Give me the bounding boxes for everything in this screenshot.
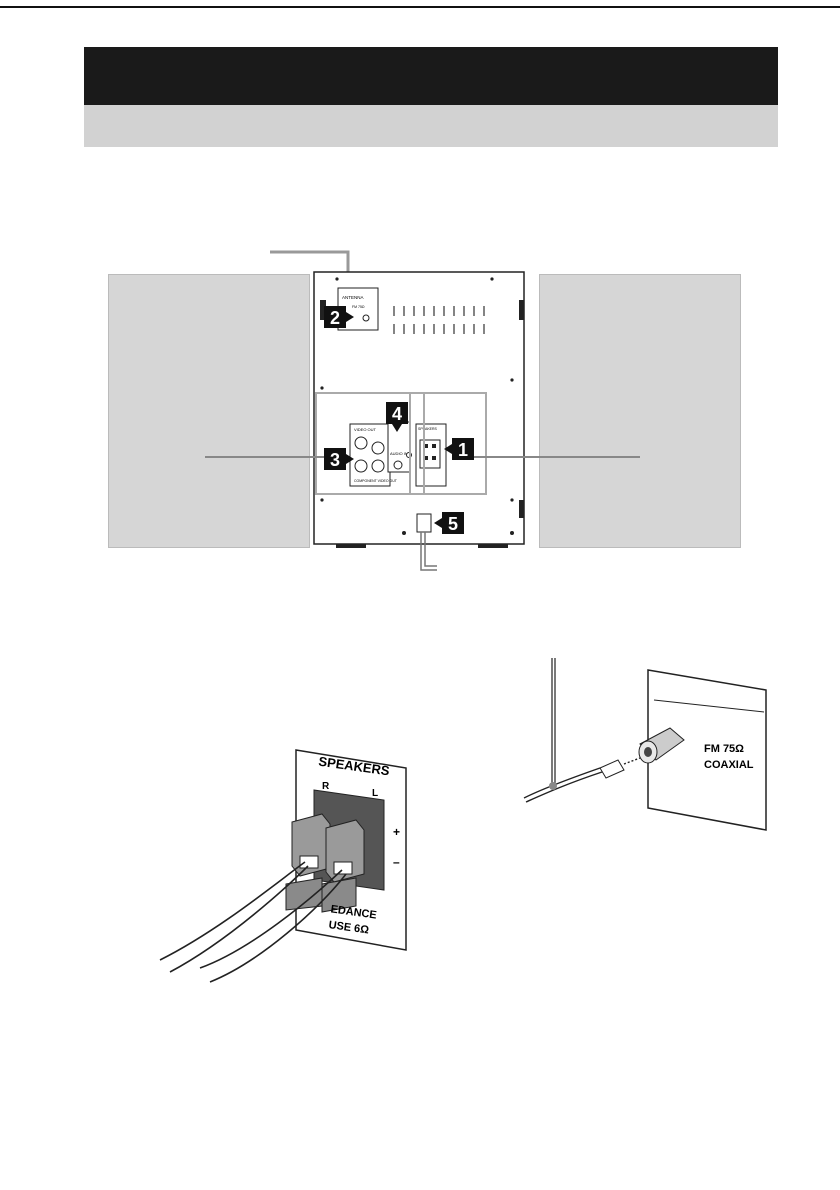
right-speaker-panel xyxy=(539,274,741,548)
callout-2: 2 xyxy=(324,306,354,328)
top-rule xyxy=(0,6,840,8)
section-header-bar xyxy=(84,47,778,105)
minus-label: – xyxy=(393,855,400,869)
speaker-terminal-closeup: SPEAKERS R L + – EDANCE USE 6Ω xyxy=(159,749,407,983)
callout-5-label: 5 xyxy=(448,514,458,534)
callout-4: 4 xyxy=(386,402,408,432)
component-label: COMPONENT VIDEO OUT xyxy=(354,479,398,483)
plus-label: + xyxy=(393,825,400,839)
callout-3-label: 3 xyxy=(330,450,340,470)
callout-2-label: 2 xyxy=(330,308,340,328)
callout-5: 5 xyxy=(434,512,464,534)
fm-jack-line2: COAXIAL xyxy=(704,759,754,771)
impedance-line2: USE 6Ω xyxy=(328,919,370,937)
vent-slots xyxy=(393,306,485,334)
fm-antenna-closeup: FM 75Ω COAXIAL xyxy=(523,658,767,831)
r-label: R xyxy=(322,781,330,792)
speakers-label: SPEAKERS xyxy=(418,427,438,431)
section-subheader-bar xyxy=(84,105,778,147)
fm-plate-label: FM 75Ω xyxy=(352,305,365,309)
callout-4-label: 4 xyxy=(392,404,402,424)
l-label: L xyxy=(372,788,378,799)
audio-in-label: AUDIO IN xyxy=(390,451,408,456)
callout-3: 3 xyxy=(324,448,354,470)
video-out-label: VIDEO OUT xyxy=(354,427,377,432)
antenna-plate-label: ANTENNA xyxy=(342,295,364,300)
fm-jack-line1: FM 75Ω xyxy=(704,743,744,755)
callout-1-label: 1 xyxy=(458,440,468,460)
callout-1: 1 xyxy=(444,438,474,460)
left-speaker-panel xyxy=(108,274,310,548)
